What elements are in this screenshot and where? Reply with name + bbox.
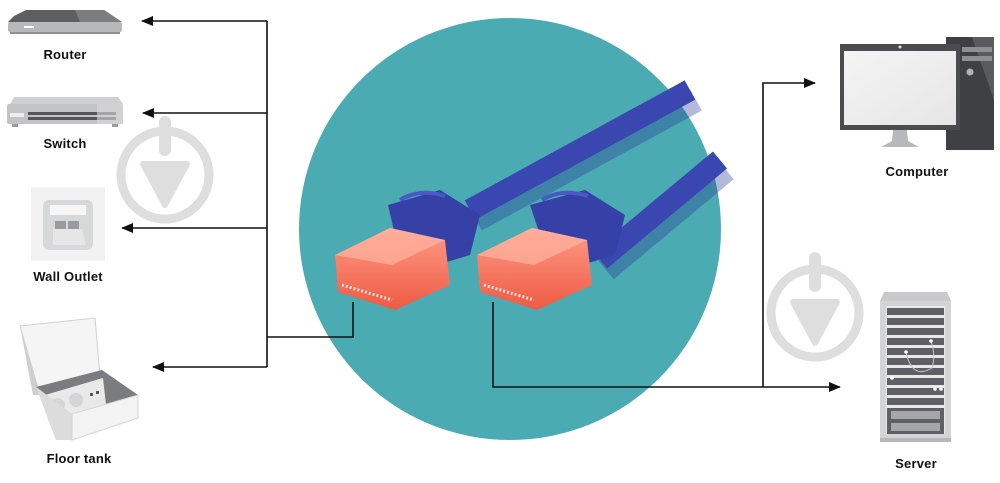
computer-label: Computer bbox=[885, 164, 949, 179]
switch-icon bbox=[7, 97, 123, 127]
left-plug bbox=[335, 228, 450, 310]
floor-tank-label: Floor tank bbox=[46, 451, 112, 466]
download-icon bbox=[116, 116, 214, 224]
computer-icon bbox=[840, 37, 994, 150]
router-icon bbox=[8, 10, 122, 34]
download-icon bbox=[766, 252, 864, 362]
right-plug bbox=[477, 228, 592, 310]
router-label: Router bbox=[43, 47, 87, 62]
floor-tank-icon bbox=[19, 317, 139, 441]
patch-cable bbox=[335, 80, 734, 310]
server-label: Server bbox=[895, 456, 937, 471]
wall-outlet-icon bbox=[31, 187, 105, 261]
switch-label: Switch bbox=[43, 136, 87, 151]
server-icon bbox=[880, 292, 951, 442]
wall-outlet-label: Wall Outlet bbox=[33, 269, 103, 284]
left-connector-lines bbox=[121, 16, 354, 372]
right-connector-lines bbox=[492, 78, 841, 392]
